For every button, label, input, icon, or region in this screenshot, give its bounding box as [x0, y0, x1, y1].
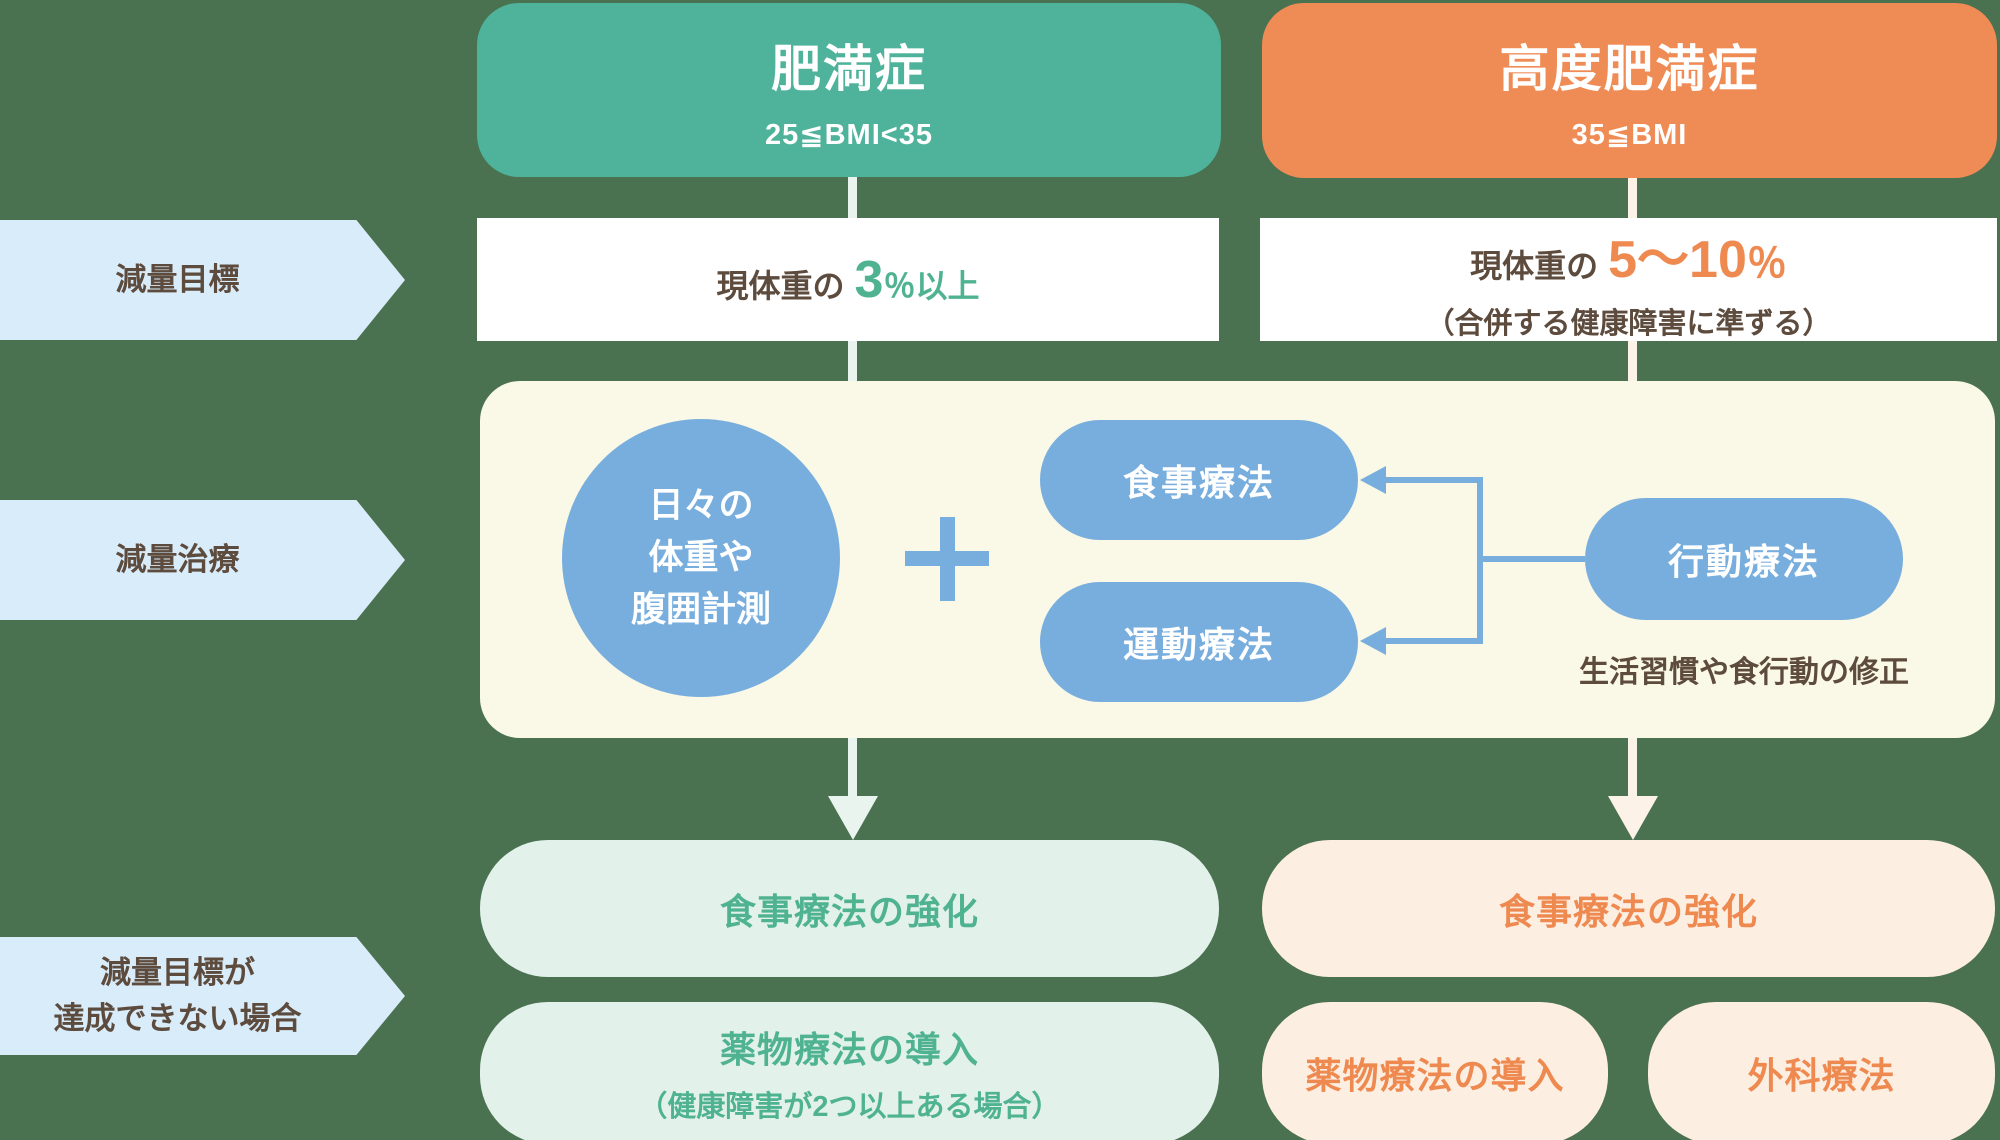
diet-therapy-label: 食事療法 — [1122, 462, 1275, 503]
severe-bmi-range: 35≦BMI — [1571, 119, 1688, 151]
down-arrow-head-severe-icon — [1608, 796, 1658, 840]
fallback-obesity-drug-box: 薬物療法の導入 （健康障害が2つ以上ある場合） — [480, 1002, 1219, 1140]
fallback-severe-drug-label: 薬物療法の導入 — [1305, 1055, 1565, 1096]
exercise-therapy-label: 運動療法 — [1122, 624, 1275, 665]
down-arrow-head-obesity-icon — [828, 796, 878, 840]
arrow-line-top — [1386, 477, 1483, 483]
obesity-bmi-range: 25≦BMI<35 — [765, 118, 933, 151]
goal-box-severe: 現体重の 5〜10 ％ （合併する健康障害に準ずる） — [1260, 218, 1997, 341]
diet-therapy-pill: 食事療法 — [1040, 420, 1358, 540]
severe-title: 高度肥満症 — [1499, 41, 1760, 97]
goal-box-obesity: 現体重の 3 ％以上 — [477, 218, 1219, 341]
fallback-severe-drug-box: 薬物療法の導入 — [1262, 1002, 1608, 1140]
obesity-title: 肥満症 — [771, 40, 927, 97]
daily-measurement-circle: 日々の 体重や 腹囲計測 — [562, 419, 840, 697]
fallback-severe-surgery-box: 外科療法 — [1648, 1002, 1995, 1140]
fallback-severe-surgery-label: 外科療法 — [1747, 1055, 1896, 1096]
goal-severe-prefix: 現体重の — [1470, 248, 1599, 284]
behavior-caption: 生活習慣や食行動の修正 — [1579, 656, 1909, 689]
goal-severe-percent: ％ — [1746, 242, 1787, 286]
circle-line-1: 日々の — [648, 486, 754, 525]
connector-severe-goal-to-treatment — [1628, 341, 1637, 385]
circle-line-2: 体重や — [648, 538, 754, 577]
down-arrow-stem-obesity — [848, 738, 857, 798]
plus-icon — [940, 517, 955, 601]
connector-severe-header-to-goal — [1628, 178, 1637, 222]
arrow-line-bottom — [1386, 638, 1483, 644]
fallback-obesity-diet-boost-label: 食事療法の強化 — [719, 890, 979, 932]
behavior-therapy-label: 行動療法 — [1667, 541, 1820, 582]
side-label-treatment-text: 減量治療 — [115, 542, 240, 577]
arrowhead-to-diet-icon — [1360, 466, 1386, 494]
circle-line-3: 腹囲計測 — [630, 590, 771, 629]
arrow-line-mid — [1480, 556, 1585, 562]
side-label-goal-not-achieved: 減量目標が 達成できない場合 — [0, 937, 405, 1055]
fallback-obesity-diet-boost-box: 食事療法の強化 — [480, 840, 1219, 977]
side-label-weight-loss-treatment: 減量治療 — [0, 500, 405, 620]
goal-obesity-value: 3 — [854, 250, 884, 309]
goal-obesity-prefix: 現体重の — [716, 267, 845, 304]
side-label-fallback-line1: 減量目標が — [100, 955, 255, 990]
connector-obesity-header-to-goal — [848, 177, 857, 222]
exercise-therapy-pill: 運動療法 — [1040, 582, 1358, 702]
side-label-fallback-line2: 達成できない場合 — [53, 1001, 302, 1036]
goal-severe-note: （合併する健康障害に準ずる） — [1425, 308, 1832, 340]
goal-severe-value: 5〜10 — [1608, 231, 1747, 289]
behavior-therapy-pill: 行動療法 — [1585, 498, 1903, 620]
connector-obesity-goal-to-treatment — [848, 341, 857, 385]
fallback-severe-diet-boost-box: 食事療法の強化 — [1262, 840, 1995, 977]
side-label-weight-loss-goal: 減量目標 — [0, 220, 405, 340]
goal-obesity-unit: ％以上 — [883, 267, 980, 304]
column-header-obesity: 肥満症 25≦BMI<35 — [477, 3, 1221, 177]
arrowhead-to-exercise-icon — [1360, 627, 1386, 655]
fallback-obesity-drug-label: 薬物療法の導入 — [719, 1029, 979, 1070]
fallback-obesity-drug-note: （健康障害が2つ以上ある場合） — [638, 1091, 1061, 1123]
fallback-severe-diet-boost-label: 食事療法の強化 — [1498, 890, 1758, 932]
down-arrow-stem-severe — [1628, 738, 1637, 798]
side-label-goal-text: 減量目標 — [115, 262, 240, 297]
treatment-panel: 日々の 体重や 腹囲計測 食事療法 運動療法 行動療法 生活習慣や食行動の修正 — [480, 381, 1995, 738]
column-header-severe-obesity: 高度肥満症 35≦BMI — [1262, 3, 1997, 178]
